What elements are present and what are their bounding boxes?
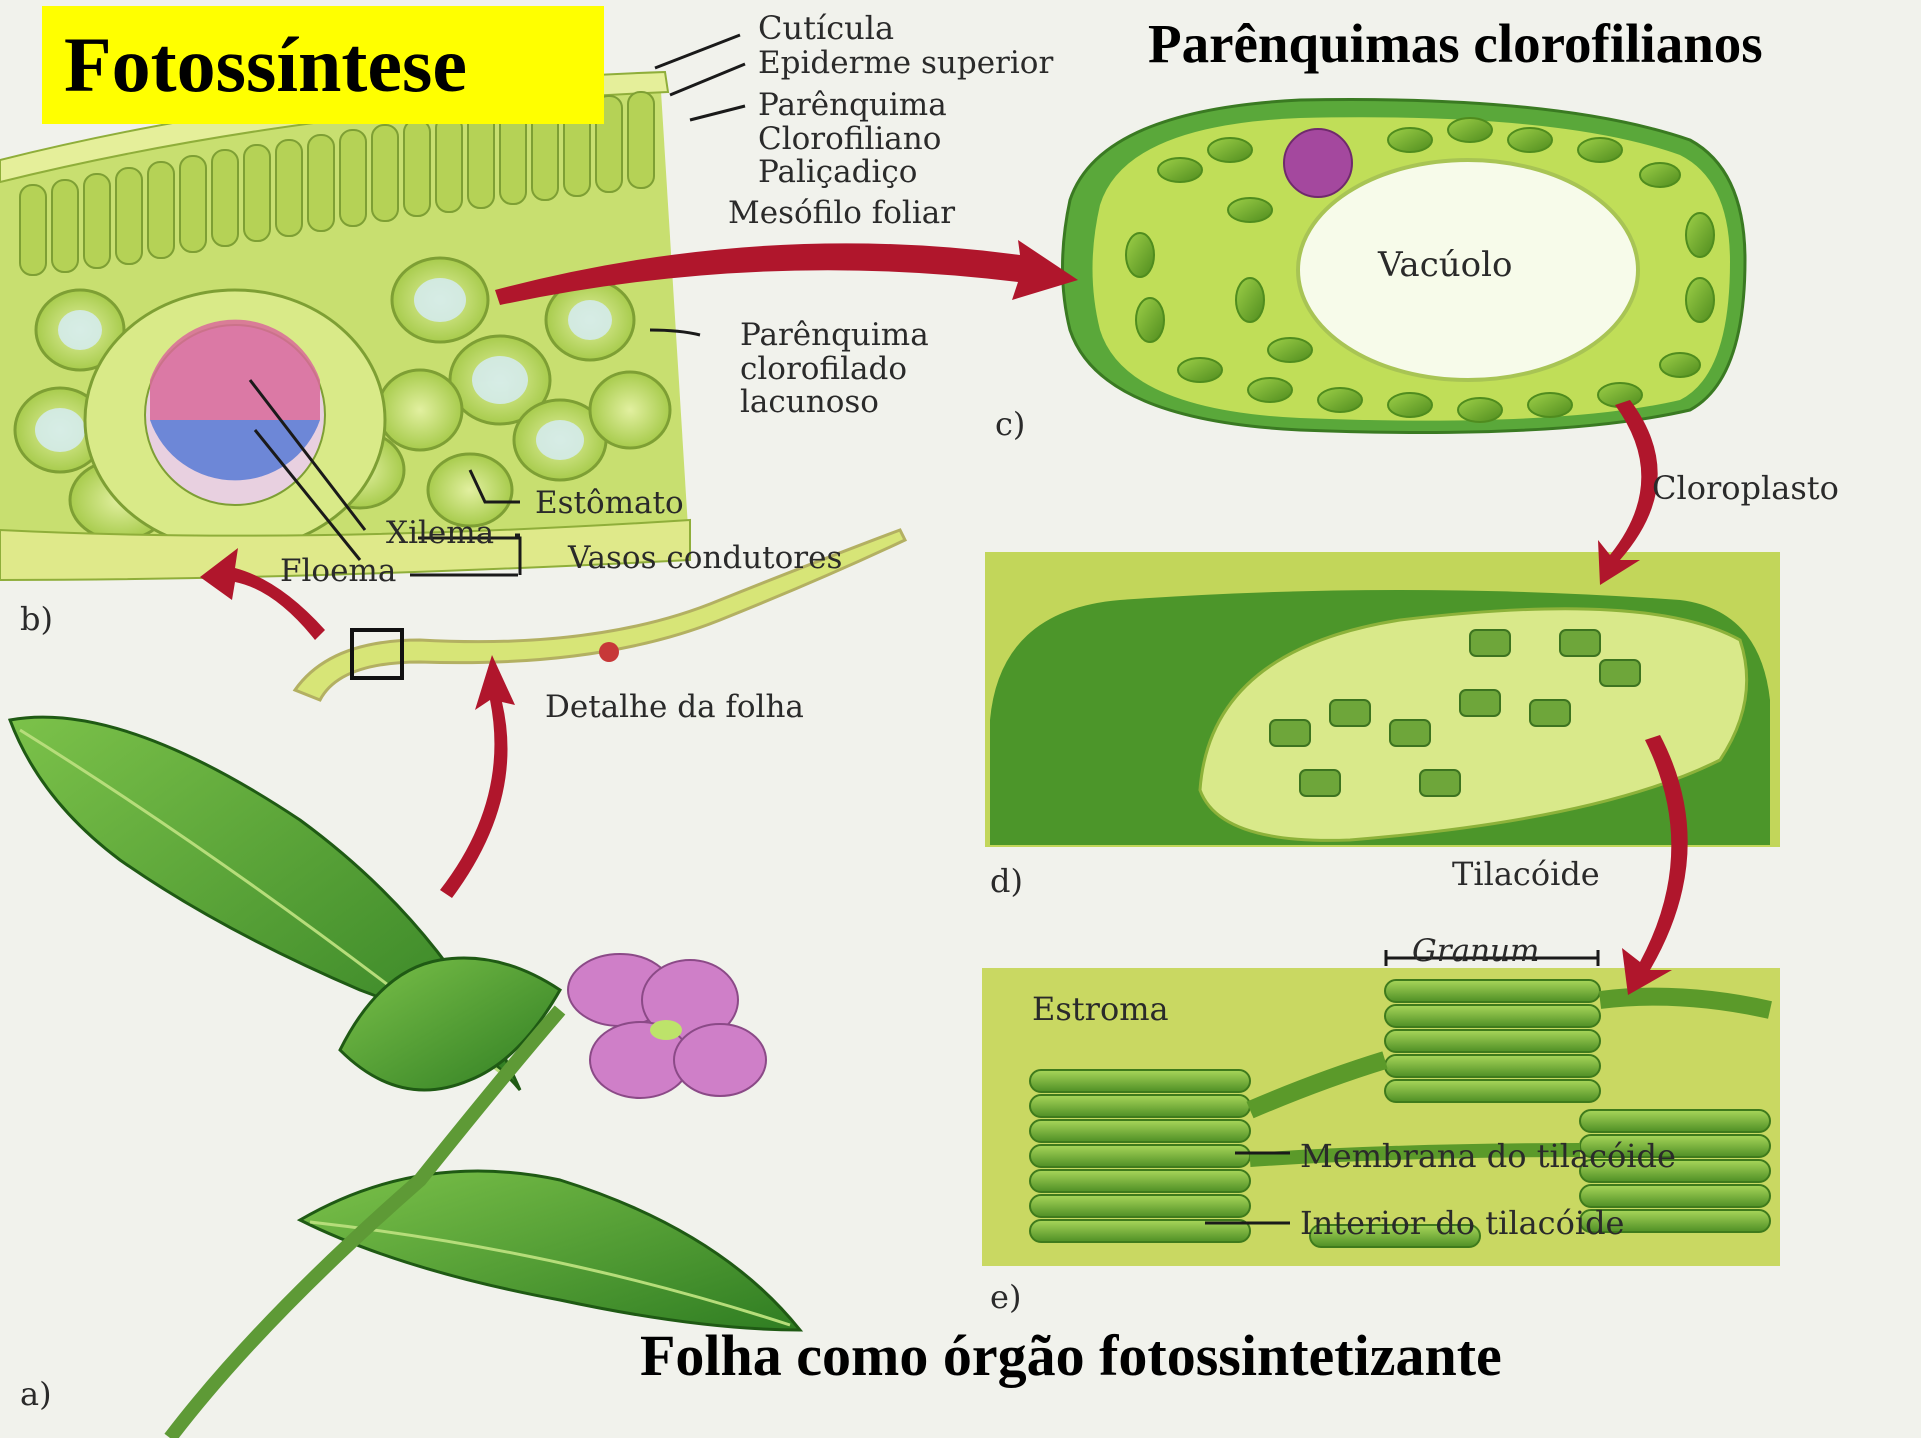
label-lacunoso: Parênquima clorofilado lacunoso (740, 320, 929, 419)
label-detalhe-folha: Detalhe da folha (545, 692, 804, 724)
title-box: Fotossíntese (42, 6, 604, 124)
label-paliçadico-line-3: Paliçadiço (758, 157, 947, 189)
label-vasos-condutores: Vasos condutores (568, 543, 842, 575)
panel-label-b: b) (20, 600, 53, 638)
label-tilacoide: Tilacóide (1452, 858, 1600, 891)
label-lacunoso-line-2: clorofilado (740, 354, 929, 386)
label-cuticula: Cutícula (758, 12, 894, 45)
panel-label-d: d) (990, 862, 1023, 900)
label-paliçadico-line-2: Clorofiliano (758, 124, 947, 156)
label-estomato: Estômato (535, 488, 684, 520)
label-paliçadico-line-1: Parênquima (758, 90, 947, 122)
label-granum: Granum (1412, 936, 1539, 968)
label-lacunoso-line-1: Parênquima (740, 320, 929, 352)
label-estroma: Estroma (1032, 993, 1169, 1026)
label-membrana-tilacoide: Membrana do tilacóide (1300, 1140, 1676, 1173)
label-floema: Floema (280, 556, 396, 588)
label-interior-tilacoide: Interior do tilacóide (1300, 1207, 1624, 1240)
panel-label-e: e) (990, 1278, 1021, 1316)
chloroplast-panel (985, 552, 1780, 847)
label-paliçadico: Parênquima Clorofiliano Paliçadiço (758, 90, 947, 189)
label-xilema: Xilema (386, 518, 494, 550)
flower (568, 954, 766, 1098)
heading-bottom: Folha como órgão fotossintetizante (640, 1322, 1502, 1389)
label-epiderme-superior: Epiderme superior (758, 48, 1053, 80)
label-cloroplasto: Cloroplasto (1652, 472, 1839, 505)
heading-top: Parênquimas clorofilianos (1148, 12, 1763, 75)
label-vacuolo: Vacúolo (1378, 248, 1512, 283)
label-mesofilo: Mesófilo foliar (728, 198, 955, 230)
page-title: Fotossíntese (64, 20, 467, 110)
label-lacunoso-line-3: lacunoso (740, 387, 929, 419)
panel-label-a: a) (20, 1375, 52, 1413)
panel-label-c: c) (995, 405, 1025, 443)
